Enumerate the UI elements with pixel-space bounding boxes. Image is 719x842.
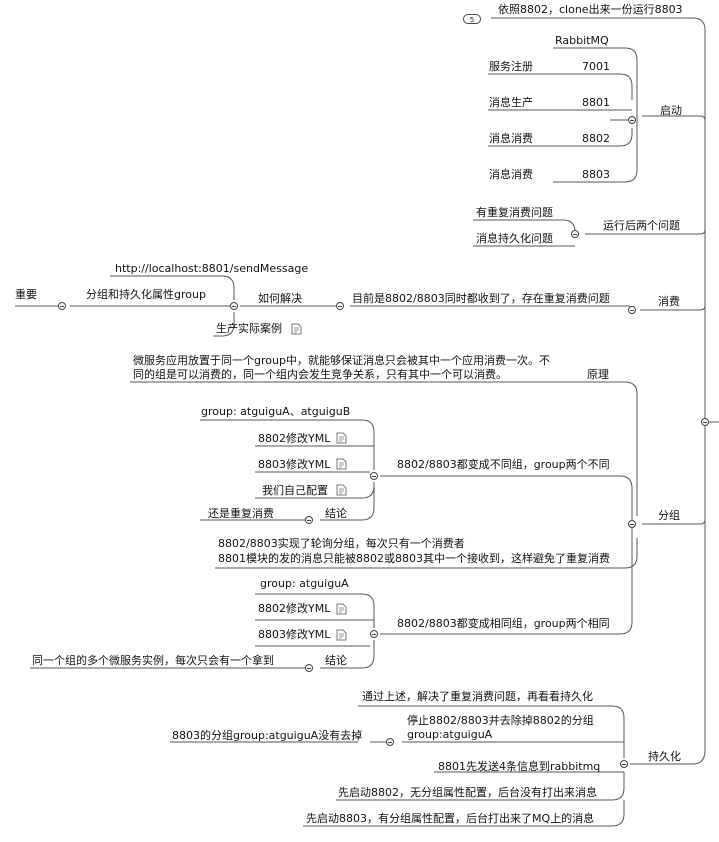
collapse-both-received-button[interactable] (336, 302, 344, 310)
node-diff-group[interactable]: 8802/8803都变成不同组，group两个不同 (397, 458, 610, 471)
node-diff-8803-yml[interactable]: 8803修改YML (258, 458, 331, 471)
note-8802: 消息消费 (489, 132, 533, 145)
node-important[interactable]: 重要 (15, 288, 37, 301)
collapse-diff-conclusion-button[interactable] (305, 516, 313, 524)
node-8802[interactable]: 8802 (582, 132, 610, 145)
node-persist-intro[interactable]: 通过上述，解决了重复消费问题，再看看持久化 (362, 690, 593, 703)
node-chijiuhua[interactable]: 持久化 (648, 750, 681, 763)
node-duplicate-consume[interactable]: 有重复消费问题 (476, 206, 553, 219)
node-rabbitmq[interactable]: RabbitMQ (555, 34, 609, 47)
node-explain-line1[interactable]: 8802/8803实现了轮询分组，每次只有一个消费者 (218, 537, 465, 550)
collapse-qidong-button[interactable] (628, 116, 636, 124)
node-fenzu[interactable]: 分组 (658, 509, 680, 522)
node-same-conclusion[interactable]: 同一个组的多个微服务实例，每次只会有一个拿到 (32, 654, 274, 667)
node-same-conclusion-label[interactable]: 结论 (325, 654, 347, 667)
node-group-property[interactable]: 分组和持久化属性group (86, 288, 206, 301)
collapse-how-solve-button[interactable] (230, 302, 238, 310)
node-same-8802-yml[interactable]: 8802修改YML (258, 602, 331, 615)
node-xiaofei[interactable]: 消费 (658, 295, 680, 308)
node-persist-8802[interactable]: 先启动8802，无分组属性配置，后台没有打出来消息 (338, 786, 597, 799)
node-diff-conclusion-label[interactable]: 结论 (325, 507, 347, 520)
collapse-same-group-button[interactable] (370, 630, 378, 638)
node-same-group[interactable]: 8802/8803都变成相同组，group两个相同 (397, 617, 610, 630)
node-diff-group-names[interactable]: group: atguiguA、atguiguB (201, 405, 351, 418)
node-send-url[interactable]: http://localhost:8801/sendMessage (115, 262, 309, 275)
node-qidong[interactable]: 启动 (660, 104, 682, 117)
collapse-problems-button[interactable] (571, 230, 579, 238)
node-diff-8802-yml[interactable]: 8802修改YML (258, 432, 331, 445)
node-persist-send[interactable]: 8801先发送4条信息到rabbitmq (438, 760, 601, 773)
node-8803[interactable]: 8803 (582, 168, 610, 181)
collapse-fenzu-button[interactable] (628, 520, 636, 528)
node-how-solve[interactable]: 如何解决 (258, 292, 302, 305)
note-icon[interactable] (336, 629, 347, 641)
node-run-problems[interactable]: 运行后两个问题 (603, 219, 680, 232)
top-clone-node[interactable]: 依照8802，clone出来一份运行8803 (498, 3, 683, 16)
note-7001: 服务注册 (489, 60, 533, 73)
collapse-diff-group-button[interactable] (370, 472, 378, 480)
node-persist-stop[interactable]: 停止8802/8803并去除掉8802的分组group:atguiguA (407, 714, 594, 741)
node-yuanli-text[interactable]: 微服务应用放置于同一个group中，就能够保证消息只会被其中一个应用消费一次。不… (133, 354, 550, 381)
note-8801: 消息生产 (489, 96, 533, 109)
note-8803: 消息消费 (489, 168, 533, 181)
note-icon[interactable] (336, 603, 347, 615)
collapse-persist-stop-button[interactable] (386, 738, 394, 746)
node-real-case[interactable]: 生产实际案例 (216, 322, 282, 335)
node-persistence-problem[interactable]: 消息持久化问题 (476, 232, 553, 245)
collapse-same-conclusion-button[interactable] (305, 664, 313, 672)
note-icon[interactable] (336, 432, 347, 444)
node-diff-self-config[interactable]: 我们自己配置 (262, 484, 328, 497)
node-both-received[interactable]: 目前是8802/8803同时都收到了，存在重复消费问题 (352, 292, 610, 305)
node-same-group-name[interactable]: group: atguiguA (260, 577, 349, 590)
node-persist-side-note[interactable]: 8803的分组group:atguiguA没有去掉 (172, 729, 363, 742)
collapse-chijiuhua-button[interactable] (620, 760, 628, 768)
node-yuanli[interactable]: 原理 (587, 368, 609, 381)
note-icon[interactable] (336, 458, 347, 470)
node-explain-line2[interactable]: 8801模块的发的消息只能被8802或8803其中一个接收到，这样避免了重复消费 (218, 552, 610, 565)
collapse-root-button[interactable] (701, 418, 709, 426)
node-diff-conclusion[interactable]: 还是重复消费 (208, 507, 274, 520)
collapse-group-property-button[interactable] (58, 302, 66, 310)
node-8801[interactable]: 8801 (582, 96, 610, 109)
node-same-8803-yml[interactable]: 8803修改YML (258, 628, 331, 641)
note-icon[interactable] (336, 484, 347, 496)
collapsed-count-badge[interactable]: 5 (463, 14, 481, 24)
note-icon[interactable] (291, 323, 302, 335)
collapse-xiaofei-button[interactable] (628, 306, 636, 314)
node-persist-8803[interactable]: 先启动8803，有分组属性配置，后台打出来了MQ上的消息 (306, 812, 595, 825)
node-7001[interactable]: 7001 (582, 60, 610, 73)
